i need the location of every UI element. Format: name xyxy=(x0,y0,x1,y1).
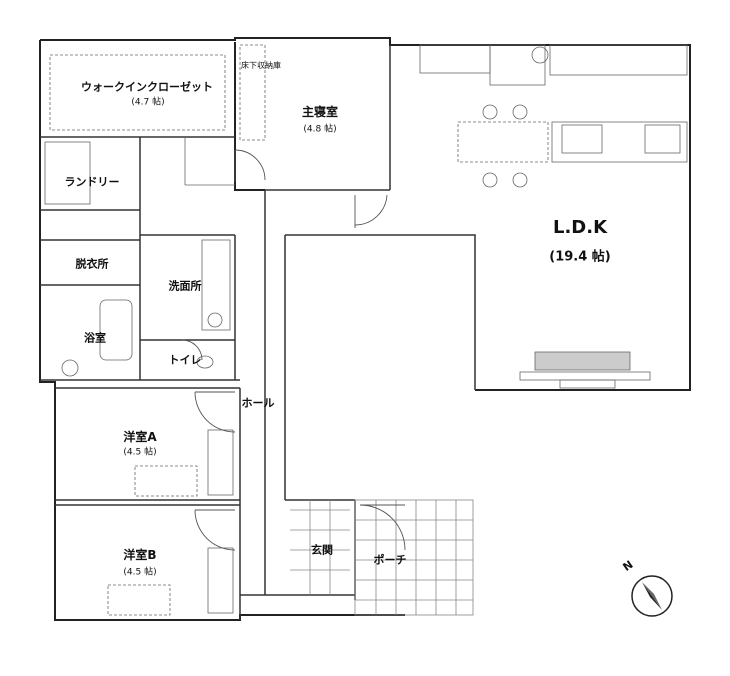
washroom-label: 洗面所 xyxy=(168,279,202,293)
porch-label: ポーチ xyxy=(373,553,407,567)
north-compass-icon xyxy=(631,575,673,617)
floor-storage-label: 床下収納庫 xyxy=(241,61,281,70)
toilet-label: トイレ xyxy=(168,353,202,367)
ldk-label: L.D.K xyxy=(552,217,608,238)
dressing-label: 脱衣所 xyxy=(75,257,109,271)
walk-in-closet-label: ウォークインクローゼット xyxy=(81,80,213,94)
doors xyxy=(181,149,406,551)
walk-in-closet-area: (4.7 帖) xyxy=(131,97,165,108)
hall-label: ホール xyxy=(241,396,275,410)
ldk-area: (19.4 帖) xyxy=(549,249,611,265)
western-a-area: (4.5 帖) xyxy=(123,447,157,458)
western-a-label: 洋室A xyxy=(123,430,157,444)
bath-label: 浴室 xyxy=(84,331,106,345)
western-b-area: (4.5 帖) xyxy=(123,567,157,578)
laundry-label: ランドリー xyxy=(64,175,120,189)
master-bedroom-label: 主寝室 xyxy=(301,105,339,119)
western-b-label: 洋室B xyxy=(123,548,157,562)
fixture-lines xyxy=(44,44,688,616)
entrance-label: 玄関 xyxy=(311,543,333,557)
master-bedroom-area: (4.8 帖) xyxy=(303,124,337,135)
